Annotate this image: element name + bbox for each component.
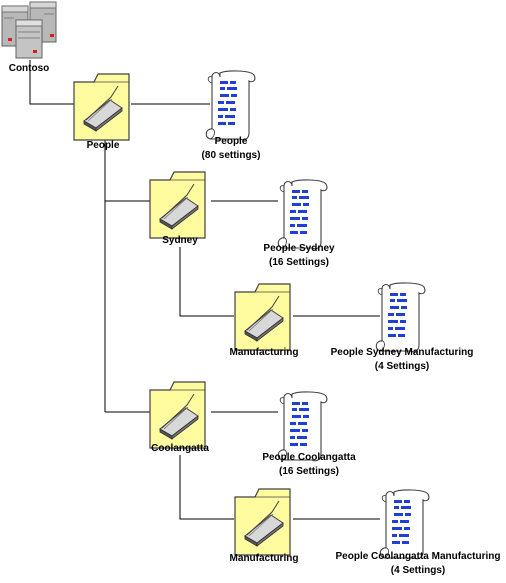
folder-icon [234, 488, 291, 556]
folder-label-sydney: Sydney [162, 235, 198, 246]
document-title-sydney: People Sydney [263, 243, 335, 254]
document-detail-coolangatta: (16 Settings) [278, 466, 340, 477]
server-label: Contoso [8, 63, 50, 74]
folder-label-people: People [86, 140, 120, 151]
folder-label-sydney-manufacturing: Manufacturing [229, 347, 299, 358]
document-detail-sydney: (16 Settings) [268, 257, 330, 268]
document-title-coolangatta-manufacturing: People Coolangatta Manufacturing [335, 551, 501, 562]
folder-icon [73, 73, 130, 141]
folder-icon [149, 381, 206, 449]
document-detail-sydney-manufacturing: (4 Settings) [374, 361, 430, 372]
server-icon [1, 1, 57, 59]
document-title-sydney-manufacturing: People Sydney Manufacturing [330, 347, 474, 358]
scroll-document-icon [205, 70, 256, 141]
folder-label-coolangatta: Coolangatta [151, 443, 209, 454]
folder-label-coolangatta-manufacturing: Manufacturing [229, 553, 299, 564]
scroll-document-icon [375, 282, 426, 353]
scroll-document-icon [379, 489, 430, 560]
scroll-document-icon [277, 179, 328, 250]
document-title-coolangatta: People Coolangatta [262, 452, 356, 463]
folder-icon [234, 283, 291, 351]
document-title-people: People [214, 136, 248, 147]
document-detail-coolangatta-manufacturing: (4 Settings) [390, 565, 446, 576]
folder-icon [149, 171, 206, 239]
scroll-document-icon [277, 391, 328, 462]
document-detail-people: (80 settings) [201, 150, 261, 161]
